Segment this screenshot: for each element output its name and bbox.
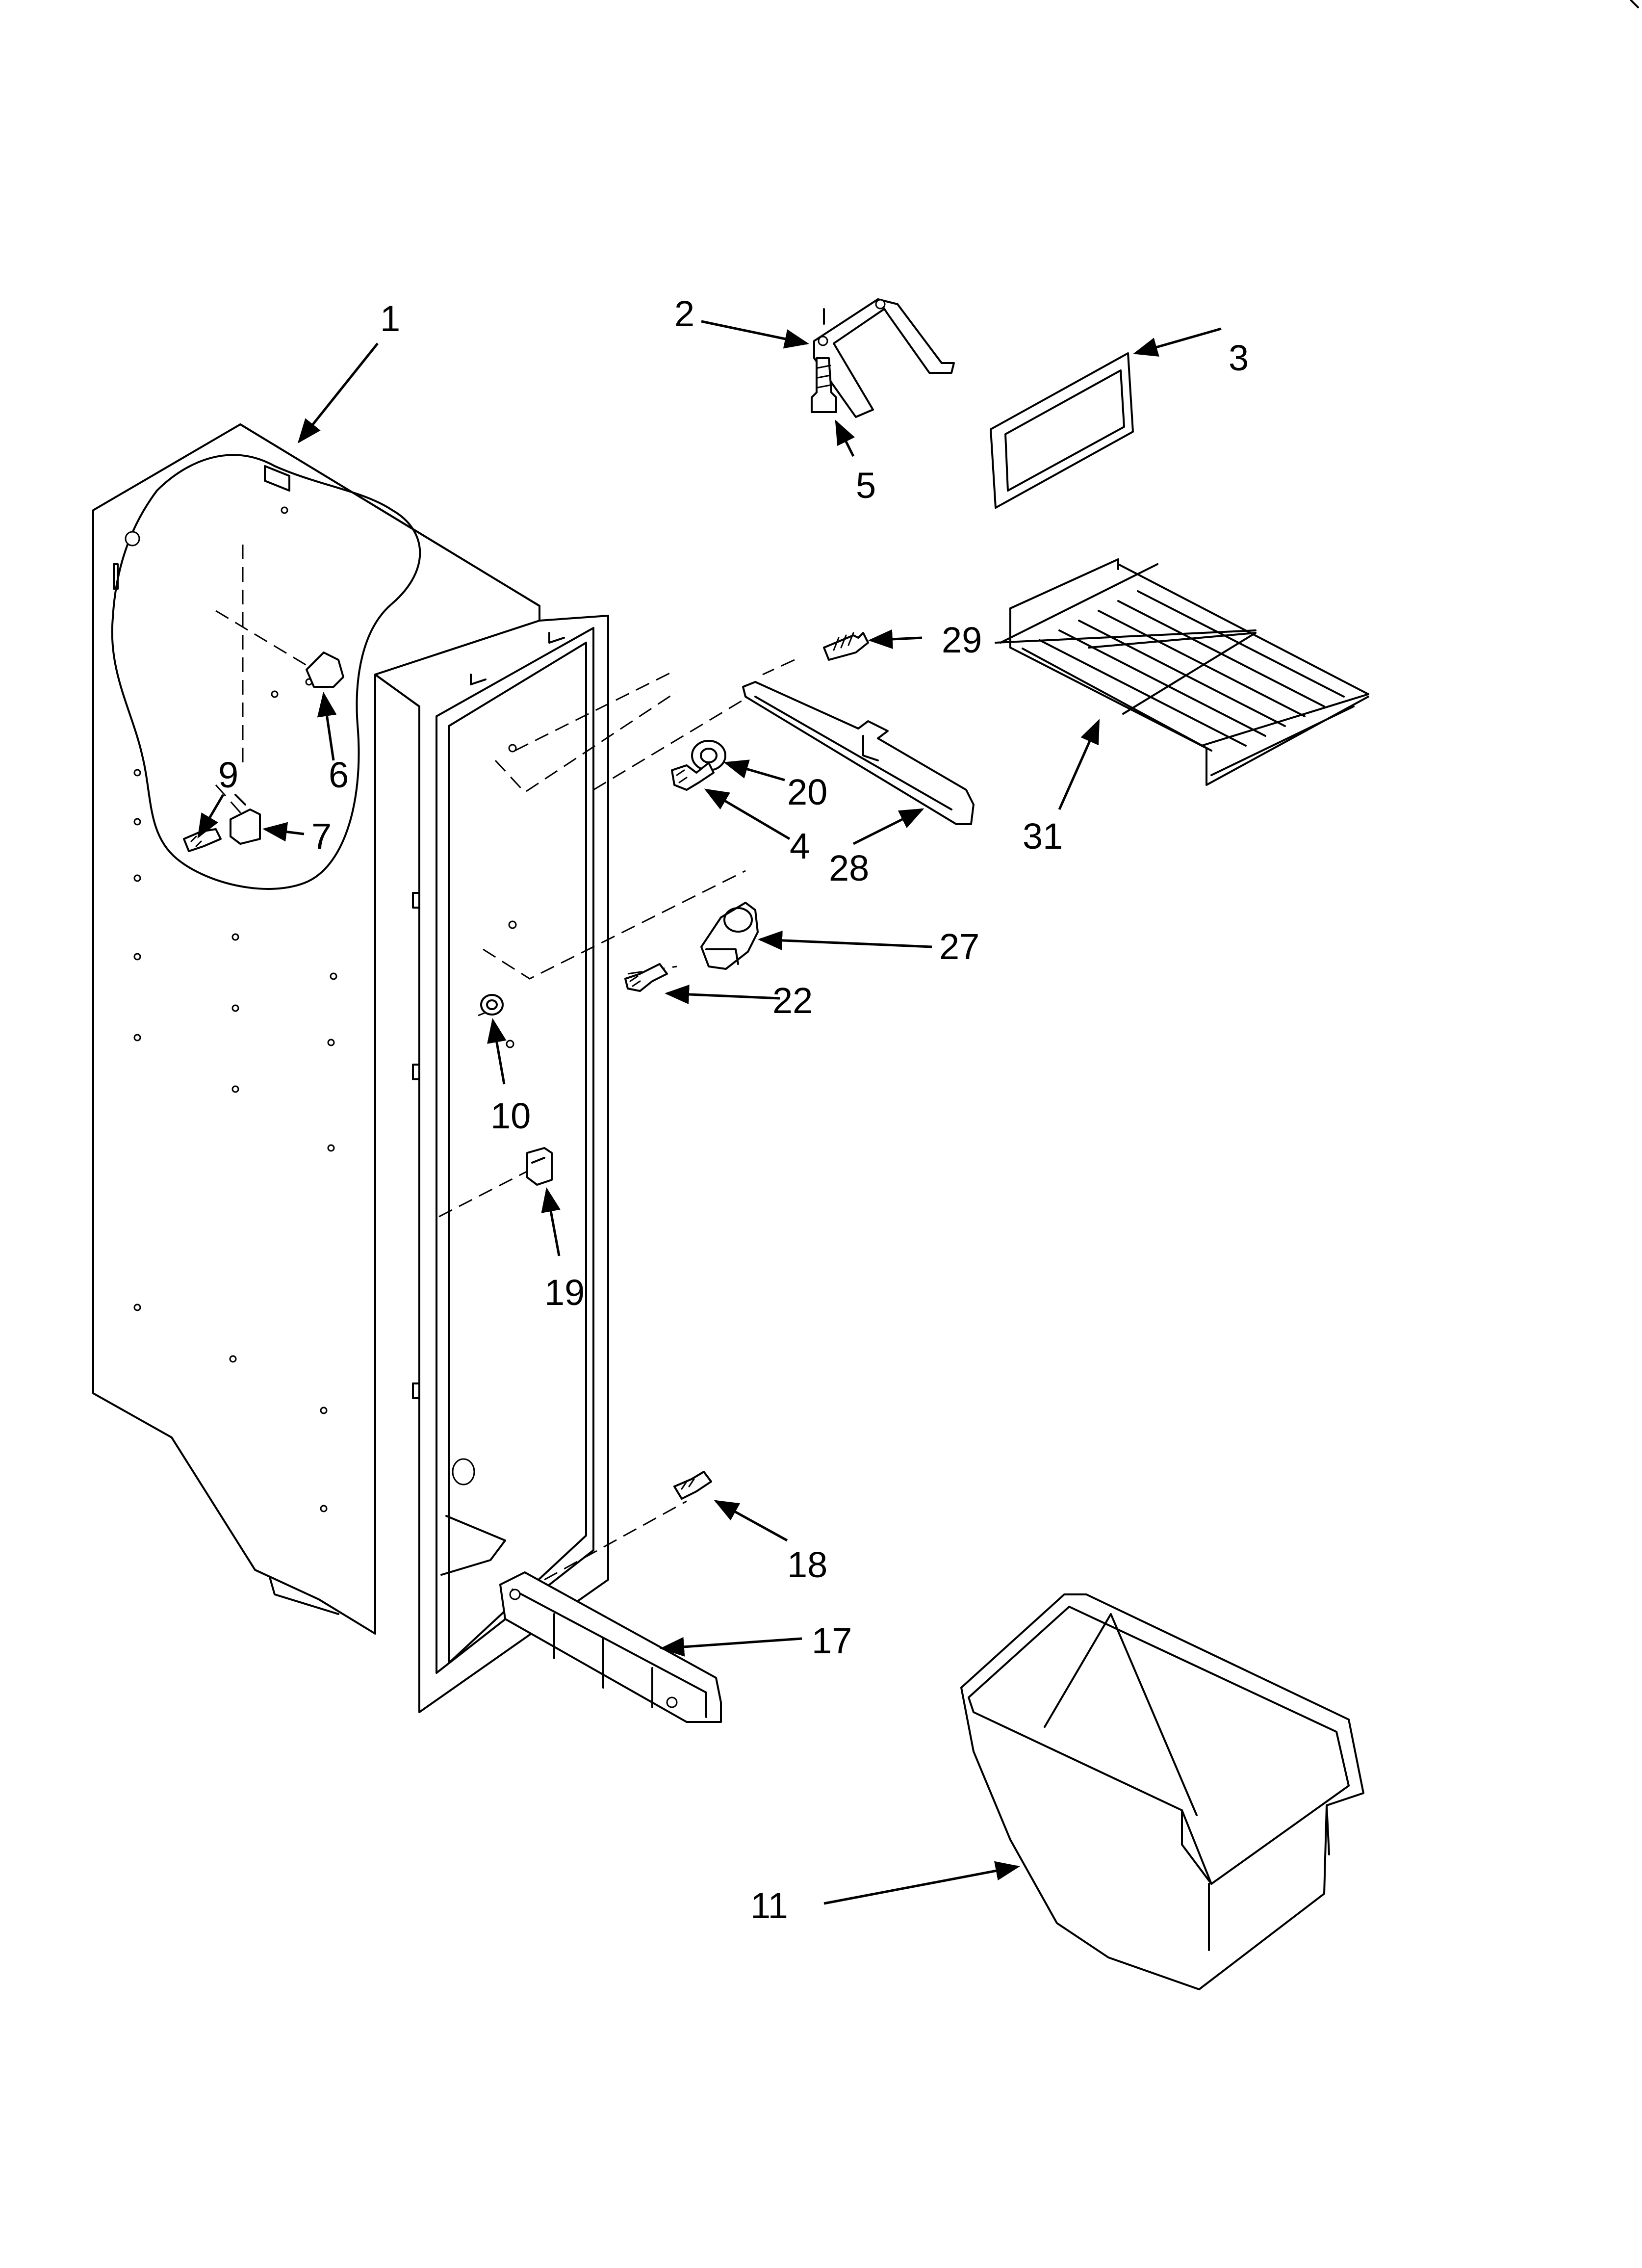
callout-9: 9 (218, 755, 238, 795)
wire-shelf (995, 558, 1369, 786)
callout-29: 29 (942, 620, 982, 660)
shelf-rail (742, 681, 975, 825)
shelf-frame (990, 352, 1134, 509)
lower-cover (499, 1571, 722, 1723)
callout-10: 10 (490, 1095, 531, 1136)
callout-19: 19 (544, 1272, 585, 1313)
callout-28: 28 (829, 848, 869, 888)
spacer-20 (691, 740, 726, 771)
clip-7 (230, 794, 261, 845)
callout-3: 3 (1229, 338, 1249, 378)
cabinet-liner (92, 423, 609, 1713)
grommet-10 (480, 994, 504, 1016)
crisper-bin (960, 1593, 1364, 1990)
bolt-4 (671, 762, 715, 791)
callout-1: 1 (380, 298, 400, 339)
callout-27: 27 (939, 926, 979, 967)
screw-29 (823, 632, 869, 661)
callout-labels: 1 2 3 4 5 6 7 9 10 11 17 18 19 20 22 27 … (218, 293, 1249, 1926)
callout-5: 5 (856, 465, 876, 506)
callout-4: 4 (790, 826, 810, 866)
callout-11: 11 (750, 1885, 788, 1926)
bolt-22 (624, 963, 668, 992)
callout-7: 7 (311, 816, 332, 857)
switch-19 (526, 1147, 553, 1186)
callout-6: 6 (329, 755, 349, 795)
corner-mark (1630, 0, 1639, 8)
callout-22: 22 (772, 980, 813, 1021)
callout-17: 17 (812, 1620, 852, 1661)
screw-18 (673, 1471, 712, 1500)
callout-31: 31 (1023, 816, 1063, 857)
shelf-guide (700, 902, 759, 970)
callout-18: 18 (787, 1544, 827, 1585)
clip-6 (306, 652, 344, 688)
leader-lines (197, 320, 1222, 1905)
callout-2: 2 (674, 293, 694, 334)
screw-5 (811, 357, 837, 413)
callout-20: 20 (787, 772, 827, 812)
